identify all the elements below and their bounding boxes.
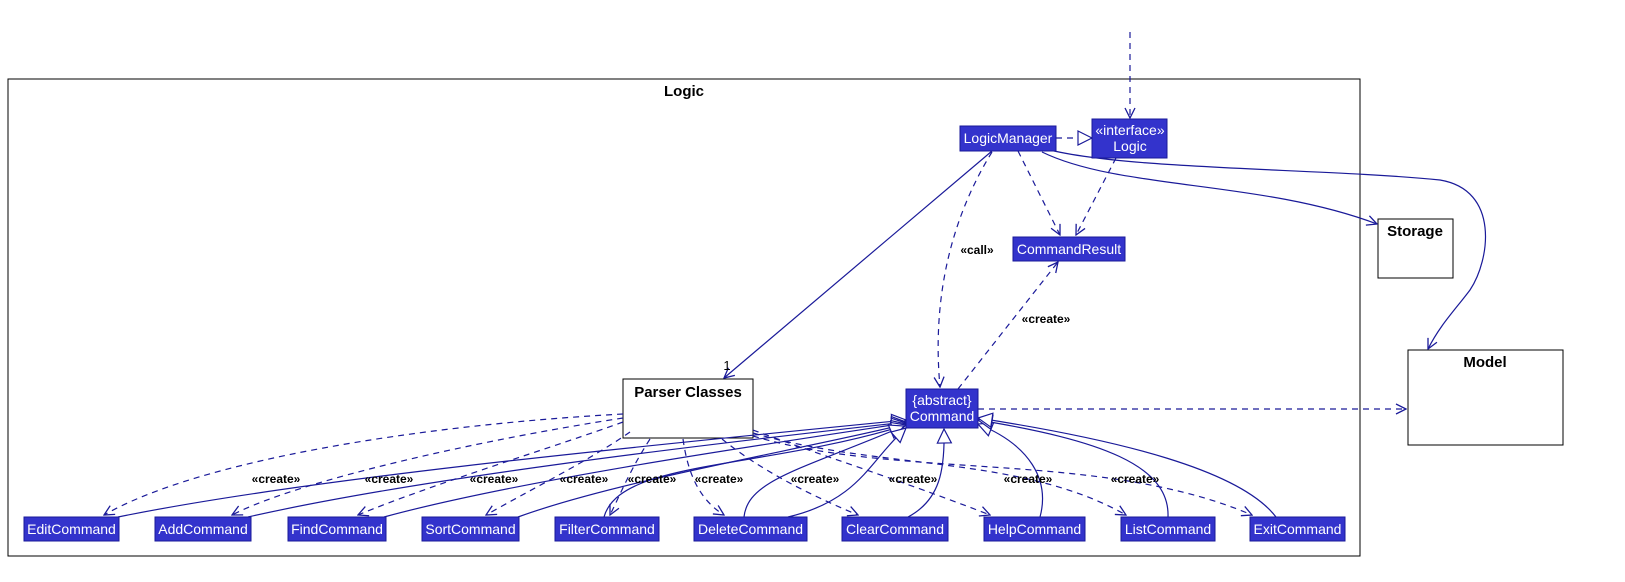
exit-list-extends-command <box>978 420 1169 518</box>
help-extends-command <box>907 429 944 518</box>
find-extends-command <box>383 423 906 518</box>
command-create-result-arrow <box>957 262 1058 390</box>
delete-command-box <box>693 516 808 542</box>
edit-command-label: EditCommand <box>27 521 116 537</box>
find-command-label: FindCommand <box>291 521 383 537</box>
parser-create-filtercommand <box>610 438 651 515</box>
relations <box>104 32 1487 518</box>
parser-create-helpcommand <box>752 429 990 515</box>
help-command-box <box>983 516 1086 542</box>
logic-package-title: Logic <box>664 83 704 100</box>
exit-command-class: ExitCommand <box>1249 516 1346 542</box>
clear-command-class: ClearCommand <box>841 516 949 542</box>
clear-command-box <box>841 516 949 542</box>
command-subclasses: EditCommand AddCommand FindCommand SortComm… <box>23 516 1346 542</box>
parser-create-editcommand <box>104 413 624 515</box>
edit-command-box <box>23 516 120 542</box>
logic-commandresult-arrow <box>1076 157 1117 235</box>
sort-command-box <box>421 516 520 542</box>
create-label-exit: «create» <box>1111 472 1160 486</box>
sort-extends-command <box>517 424 906 518</box>
command-result-create-label: «create» <box>1022 312 1071 326</box>
create-label-clear: «create» <box>791 472 840 486</box>
logic-interface-class: «interface» Logic <box>1091 118 1168 159</box>
logic-interface-label: Logic <box>1113 138 1146 154</box>
logicmanager-commandresult-arrow <box>1017 150 1060 235</box>
parser-multiplicity: 1 <box>723 358 730 373</box>
exit-command-box <box>1249 516 1346 542</box>
add-command-class: AddCommand <box>154 516 252 542</box>
filter-command-label: FilterCommand <box>559 521 655 537</box>
command-stereotype-label: {abstract} <box>912 392 971 408</box>
help-command-class: HelpCommand <box>983 516 1086 542</box>
logicmanager-model-arrow <box>1041 147 1487 349</box>
list-command-class: ListCommand <box>1120 516 1216 542</box>
parser-classes-package: Parser Classes <box>622 378 754 439</box>
filter-command-class: FilterCommand <box>554 516 660 542</box>
command-label: Command <box>910 408 975 424</box>
create-label-list: «create» <box>1004 472 1053 486</box>
logic-package: Logic <box>7 78 1361 557</box>
relation-labels: «call» «create» 1 «create» «create» «cre… <box>252 243 1160 486</box>
logicmanager-parser-arrow <box>724 150 993 378</box>
delete-command-class: DeleteCommand <box>693 516 808 542</box>
storage-package: Storage <box>1377 218 1454 279</box>
logic-manager-label: LogicManager <box>964 130 1053 146</box>
call-label: «call» <box>960 243 994 257</box>
filter-extends-command <box>603 425 906 518</box>
find-command-box <box>287 516 387 542</box>
list-extends-command <box>978 424 1044 518</box>
edit-command-class: EditCommand <box>23 516 120 542</box>
model-package: Model <box>1407 349 1564 446</box>
add-command-box <box>154 516 252 542</box>
list-command-box <box>1120 516 1216 542</box>
add-command-label: AddCommand <box>158 521 248 537</box>
delete-extends-command <box>743 426 904 518</box>
delete-command-label: DeleteCommand <box>698 521 803 537</box>
storage-title: Storage <box>1387 223 1443 240</box>
create-label-add: «create» <box>365 472 414 486</box>
clear-command-label: ClearCommand <box>846 521 944 537</box>
add-extends-command <box>247 422 906 518</box>
command-result-class: CommandResult <box>1012 236 1126 262</box>
find-command-class: FindCommand <box>287 516 387 542</box>
command-class: {abstract} Command <box>905 388 979 429</box>
list-command-label: ListCommand <box>1125 521 1211 537</box>
exit-command-label: ExitCommand <box>1254 521 1342 537</box>
create-label-find: «create» <box>470 472 519 486</box>
parser-create-findcommand <box>358 421 624 515</box>
logic-manager-class: LogicManager <box>959 125 1057 152</box>
filter-command-box <box>554 516 660 542</box>
sort-command-class: SortCommand <box>421 516 520 542</box>
model-title: Model <box>1463 354 1506 371</box>
parser-create-deletecommand <box>682 438 724 515</box>
command-result-label: CommandResult <box>1017 241 1121 257</box>
sort-command-label: SortCommand <box>425 521 515 537</box>
edit-extends-command <box>117 420 906 518</box>
create-label-help: «create» <box>889 472 938 486</box>
exit-extends-command <box>978 418 1277 518</box>
clear-extends-command <box>787 428 906 518</box>
parser-create-sortcommand <box>486 431 631 515</box>
create-label-sort: «create» <box>560 472 609 486</box>
call-arrow <box>938 151 993 387</box>
create-label-filter: «create» <box>628 472 677 486</box>
logic-stereotype-label: «interface» <box>1095 122 1164 138</box>
logicmanager-storage-arrow <box>1041 151 1377 224</box>
parser-create-addcommand <box>232 417 624 515</box>
parser-create-listcommand <box>752 432 1126 515</box>
parser-classes-title: Parser Classes <box>634 384 742 401</box>
help-command-label: HelpCommand <box>988 521 1081 537</box>
create-label-delete: «create» <box>695 472 744 486</box>
create-label-edit: «create» <box>252 472 301 486</box>
